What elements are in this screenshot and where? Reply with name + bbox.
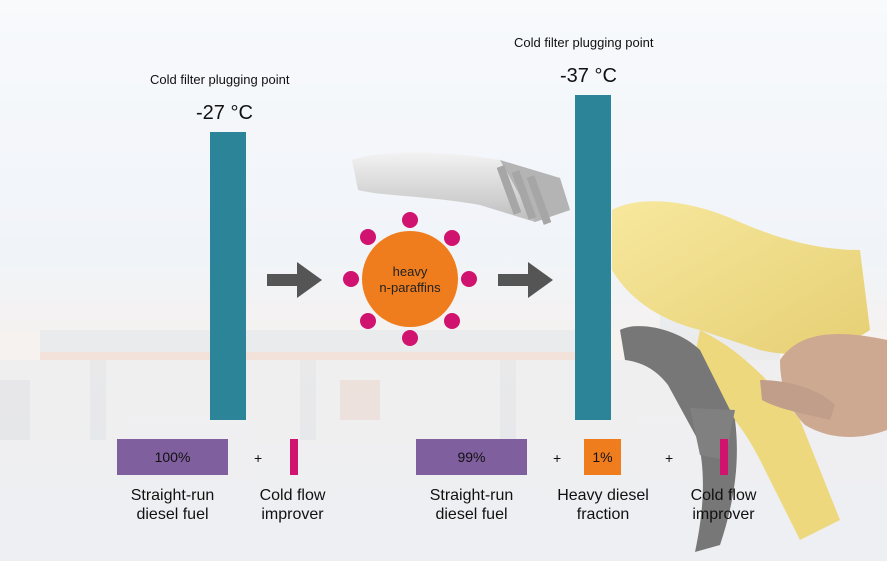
improver-label-after: Cold flow improver [690,487,757,523]
cfpp-bar-before [210,132,246,420]
molecule-label-line2: n-paraffins [379,280,441,295]
temperature-before: -27 °C [196,102,253,124]
cfpp-label-before: Cold filter plugging point [150,72,290,87]
plus-sign-after-2: + [665,450,674,466]
temperature-after: -37 °C [560,65,617,87]
fuel-label-before: Straight-run diesel fuel [130,487,215,523]
molecule-dot [360,313,376,329]
heavy-fraction-box-after: 1% [584,439,621,475]
heavy-n-paraffins-molecule [343,212,477,346]
molecule-label-line1: heavy [392,264,428,279]
fuel-nozzle-image [352,152,887,552]
plus-sign-before: + [254,450,263,466]
fuel-percent-box-before: 100% [117,439,228,475]
cfpp-bar-after [575,95,611,420]
cfpp-label-after: Cold filter plugging point [514,35,654,50]
fuel-percent-box-after: 99% [416,439,527,475]
molecule-dot [444,313,460,329]
plus-sign-after-1: + [553,450,562,466]
improver-box-before [290,439,298,475]
molecule-dot [360,229,376,245]
molecule-dot [402,212,418,228]
molecule-dot [402,330,418,346]
fuel-label-after: Straight-run diesel fuel [429,487,514,523]
arrow-right-icon-1 [267,262,322,298]
improver-label-before: Cold flow improver [259,487,326,523]
molecule-label: heavy n-paraffins [360,264,460,296]
heavy-fraction-label-after: Heavy diesel fraction [557,487,649,523]
molecule-dot [444,230,460,246]
molecule-dot [343,271,359,287]
improver-box-after [720,439,728,475]
arrow-right-icon-2 [498,262,553,298]
molecule-dot [461,271,477,287]
